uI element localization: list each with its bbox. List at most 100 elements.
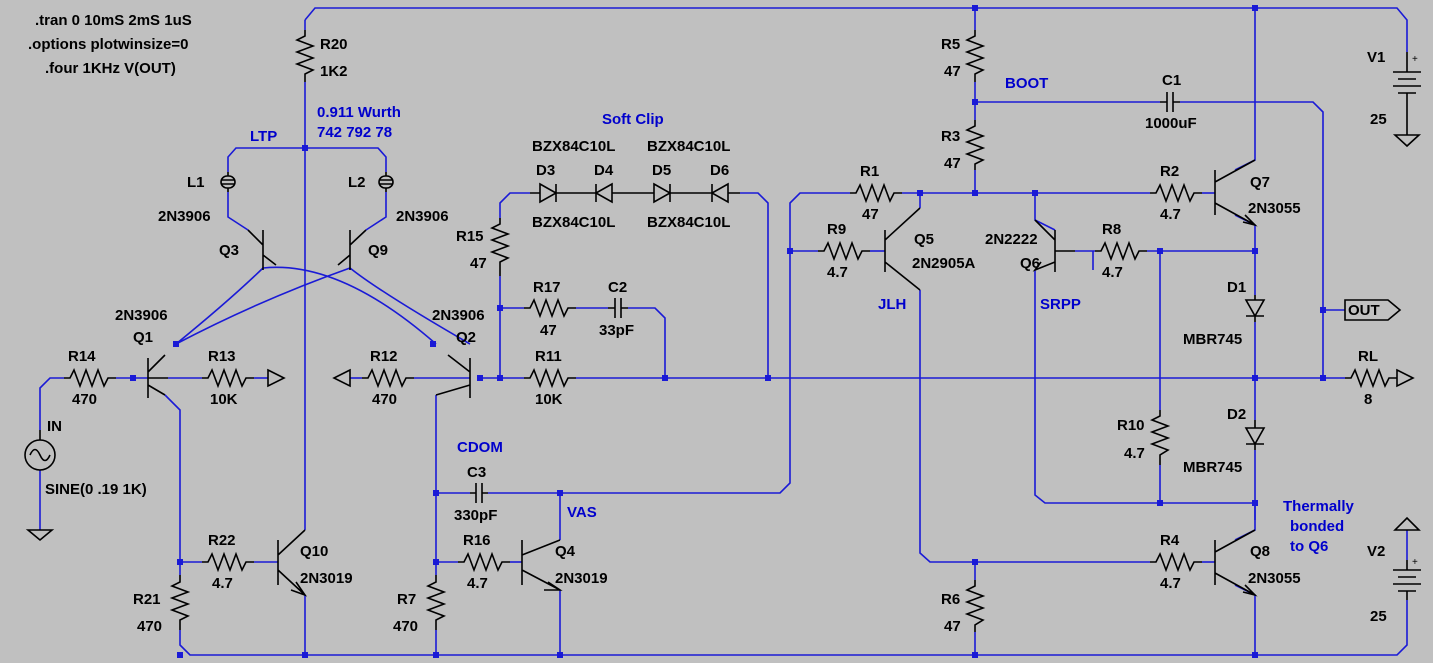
svg-text:+: + bbox=[1412, 557, 1418, 568]
label-D4-name: D4 bbox=[594, 162, 614, 179]
label-R9-name: R9 bbox=[827, 221, 846, 238]
label-D5-name: D5 bbox=[652, 162, 671, 179]
directive-tran: .tran 0 10mS 2mS 1uS bbox=[35, 12, 192, 29]
label-C3-value: 330pF bbox=[454, 507, 497, 524]
directive-four: .four 1KHz V(OUT) bbox=[45, 60, 176, 77]
resistor-R17 bbox=[524, 297, 576, 319]
note-thermal-2: bonded bbox=[1290, 518, 1344, 535]
transistor-Q10 bbox=[277, 529, 308, 597]
net-label-soft-clip: Soft Clip bbox=[602, 111, 664, 128]
label-Q10-name: Q10 bbox=[300, 543, 328, 560]
resistor-R15 bbox=[489, 218, 511, 276]
label-R8-name: R8 bbox=[1102, 221, 1121, 238]
label-D6-name: D6 bbox=[710, 162, 729, 179]
label-R1-value: 47 bbox=[862, 206, 879, 223]
resistor-R10 bbox=[1149, 410, 1171, 465]
label-C3-name: C3 bbox=[467, 464, 486, 481]
label-R1-name: R1 bbox=[860, 163, 879, 180]
label-L1-name: L1 bbox=[187, 174, 205, 191]
resistor-R21 bbox=[169, 575, 191, 630]
label-D1-name: D1 bbox=[1227, 279, 1246, 296]
resistor-R7 bbox=[425, 575, 447, 630]
label-R21-value: 470 bbox=[137, 618, 162, 635]
junctions bbox=[130, 5, 1326, 658]
label-R14-name: R14 bbox=[68, 348, 96, 365]
component-labels: R20 1K2 L1 L2 2N3906 Q3 2N3906 Q9 2N3906… bbox=[45, 36, 1387, 635]
label-R17-value: 47 bbox=[540, 322, 557, 339]
net-label-boot: BOOT bbox=[1005, 75, 1048, 92]
resistor-R16 bbox=[458, 551, 510, 573]
label-Q8-value: 2N3055 bbox=[1248, 570, 1301, 587]
net-label-wurth-1: 0.911 Wurth bbox=[317, 104, 401, 121]
ground-IN bbox=[25, 529, 55, 542]
label-Q9-name: Q9 bbox=[368, 242, 388, 259]
label-Q4-name: Q4 bbox=[555, 543, 576, 560]
net-label-srpp: SRPP bbox=[1040, 296, 1081, 313]
transistor-Q4 bbox=[521, 539, 563, 591]
resistor-R12 bbox=[362, 367, 414, 389]
symbols: + + bbox=[24, 30, 1422, 632]
label-R14-value: 470 bbox=[72, 391, 97, 408]
resistor-R13 bbox=[202, 367, 254, 389]
out-port bbox=[1344, 299, 1402, 321]
label-C2-name: C2 bbox=[608, 279, 627, 296]
resistor-R2 bbox=[1150, 182, 1202, 204]
transistor-Q3 bbox=[247, 229, 277, 270]
resistor-R3 bbox=[964, 120, 986, 170]
net-label-cdom: CDOM bbox=[457, 439, 503, 456]
transistor-Q2 bbox=[435, 354, 471, 398]
label-R12-name: R12 bbox=[370, 348, 398, 365]
label-R20-value: 1K2 bbox=[320, 63, 348, 80]
label-R5-name: R5 bbox=[941, 36, 960, 53]
source-IN bbox=[24, 430, 56, 471]
resistor-R8 bbox=[1095, 240, 1147, 262]
label-R3-name: R3 bbox=[941, 128, 960, 145]
net-labels: LTP 0.911 Wurth 742 792 78 Soft Clip BOO… bbox=[250, 75, 1380, 555]
label-R15-value: 47 bbox=[470, 255, 487, 272]
label-Q7-name: Q7 bbox=[1250, 174, 1270, 191]
label-Q6-value: 2N2222 bbox=[985, 231, 1038, 248]
label-R9-value: 4.7 bbox=[827, 264, 848, 281]
label-V2-value: 25 bbox=[1370, 608, 1387, 625]
diode-D5 bbox=[646, 182, 710, 204]
label-R3-value: 47 bbox=[944, 155, 961, 172]
resistor-R4 bbox=[1150, 551, 1202, 573]
label-D5-value: BZX84C10L bbox=[647, 138, 730, 155]
resistor-R14 bbox=[64, 367, 116, 389]
source-V2 bbox=[1393, 560, 1421, 600]
label-RL-name: RL bbox=[1358, 348, 1378, 365]
net-label-wurth-2: 742 792 78 bbox=[317, 124, 392, 141]
label-R16-name: R16 bbox=[463, 532, 491, 549]
label-D2-value: MBR745 bbox=[1183, 459, 1242, 476]
label-RL-value: 8 bbox=[1364, 391, 1372, 408]
capacitor-C3 bbox=[470, 483, 488, 503]
capacitor-C1 bbox=[1160, 92, 1180, 112]
ground-arrow-RL bbox=[1396, 368, 1415, 388]
spice-directives: .tran 0 10mS 2mS 1uS .options plotwinsiz… bbox=[28, 12, 192, 77]
diode-D2 bbox=[1244, 420, 1266, 450]
label-Q6-name: Q6 bbox=[1020, 255, 1040, 272]
resistor-R5 bbox=[964, 30, 986, 82]
label-Q1-name: Q1 bbox=[133, 329, 153, 346]
label-Q2-value: 2N3906 bbox=[432, 307, 485, 324]
label-IN-value: SINE(0 .19 1K) bbox=[45, 481, 147, 498]
label-L2-name: L2 bbox=[348, 174, 366, 191]
label-V1-name: V1 bbox=[1367, 49, 1385, 66]
label-V2-name: V2 bbox=[1367, 543, 1385, 560]
label-Q3-name: Q3 bbox=[219, 242, 239, 259]
label-R7-name: R7 bbox=[397, 591, 416, 608]
label-Q10-value: 2N3019 bbox=[300, 570, 353, 587]
transistor-Q5 bbox=[884, 207, 921, 291]
resistor-R9 bbox=[818, 240, 870, 262]
ground-arrow-R13 bbox=[267, 368, 286, 388]
diode-D1 bbox=[1244, 295, 1266, 322]
diode-D3 bbox=[530, 182, 566, 204]
supply-V2 bbox=[1393, 516, 1421, 531]
label-R12-value: 470 bbox=[372, 391, 397, 408]
label-Q1-value: 2N3906 bbox=[115, 307, 168, 324]
label-R16-value: 4.7 bbox=[467, 575, 488, 592]
label-C2-value: 33pF bbox=[599, 322, 634, 339]
label-V1-value: 25 bbox=[1370, 111, 1387, 128]
label-R6-name: R6 bbox=[941, 591, 960, 608]
